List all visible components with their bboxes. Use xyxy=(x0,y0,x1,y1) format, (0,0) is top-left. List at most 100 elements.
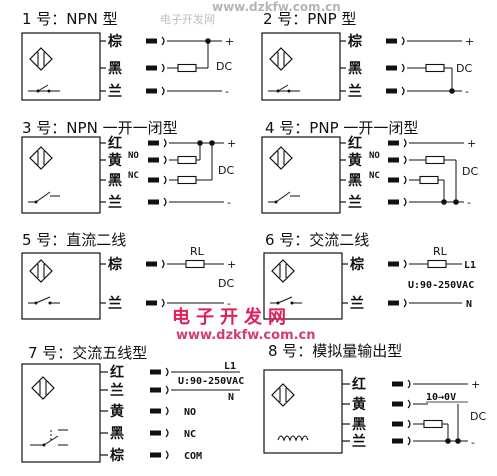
nc-label: NC xyxy=(184,429,196,440)
brand-url: www.dzkfw.com.cn xyxy=(176,328,316,343)
wire-label: 兰 xyxy=(350,295,364,312)
wire-label: 棕 xyxy=(109,447,124,464)
voltage-label: U:90-250VAC xyxy=(178,376,244,387)
dc-label: DC xyxy=(218,277,234,290)
minus-label: - xyxy=(225,85,229,98)
sensor-symbol-icon xyxy=(29,146,53,170)
range-label: 10→0V xyxy=(426,392,456,403)
dc-label: DC xyxy=(470,410,486,423)
wire-label: 黄 xyxy=(108,152,122,169)
minus-label: - xyxy=(227,196,231,209)
plus-label: + xyxy=(225,35,234,48)
wire-label: 棕 xyxy=(347,33,362,50)
sensor-symbol-icon xyxy=(29,47,53,71)
dc-label: DC xyxy=(218,164,234,177)
voltage-label: U:90-250VAC xyxy=(408,280,474,291)
wire-label: 兰 xyxy=(352,433,366,450)
sensor-symbol-icon xyxy=(269,146,293,170)
nc-label: NC xyxy=(128,171,139,181)
wire-label: 红 xyxy=(110,364,124,381)
no-label: NO xyxy=(184,407,196,418)
wire-label: 兰 xyxy=(348,83,362,100)
wire-label: 黑 xyxy=(348,173,362,189)
load-label: RL xyxy=(190,245,205,258)
wire-label: 黑 xyxy=(348,61,362,77)
wire-label: 黑 xyxy=(110,426,124,442)
watermark-brand: 电子开发网 xyxy=(160,12,215,26)
watermark-url: www.dzkfw.com.cn xyxy=(212,0,341,14)
diagram-4-pnp-no-nc: 4 号：PNP 一开一闭型 红 黄 黑 兰 NO NC + DC - xyxy=(261,119,478,214)
diagram-1-title: 1 号：NPN 型 xyxy=(22,10,118,28)
coil-icon xyxy=(277,435,309,442)
sensor-symbol-icon xyxy=(269,47,293,71)
sensor-body xyxy=(21,363,101,463)
brand-name: 电子开发网 xyxy=(172,306,292,328)
diagram-5-dc-two-wire: 5 号：直流二线 棕 兰 RL + DC - xyxy=(21,231,236,320)
diagram-2-pnp: 2 号：PNP 型 棕 黑 兰 + DC - xyxy=(261,10,474,101)
wire-label: 黄 xyxy=(348,152,362,169)
wire-label: 棕 xyxy=(349,256,364,273)
nc-label: NC xyxy=(369,171,380,181)
diagram-4-title: 4 号：PNP 一开一闭型 xyxy=(265,119,418,137)
diagram-7-title: 7 号：交流五线型 xyxy=(28,344,147,362)
wire-label: 兰 xyxy=(108,194,122,211)
l1-label: L1 xyxy=(464,260,476,271)
diagram-8-analog-output: 8 号：模拟量输出型 红 黄 黑 兰 10→0V + DC - xyxy=(263,342,486,454)
plus-label: + xyxy=(227,258,236,271)
sensor-body xyxy=(21,32,101,101)
diagram-5-title: 5 号：直流二线 xyxy=(22,231,126,249)
wire-label: 兰 xyxy=(108,295,122,312)
wire-label: 兰 xyxy=(110,382,124,399)
sensor-body xyxy=(261,136,341,214)
n-label: N xyxy=(228,392,234,403)
plus-label: + xyxy=(465,35,474,48)
n-label: N xyxy=(466,299,472,310)
diagram-1-npn: 1 号：NPN 型 棕 黑 兰 + DC - xyxy=(21,10,234,101)
wire-label: 棕 xyxy=(107,256,122,273)
diagram-2-title: 2 号：PNP 型 xyxy=(263,10,356,28)
no-label: NO xyxy=(128,151,139,161)
diagram-8-title: 8 号：模拟量输出型 xyxy=(268,342,402,360)
diagram-3-npn-no-nc: 3 号：NPN 一开一闭型 红 黄 黑 兰 NO NC + DC - xyxy=(21,119,236,214)
diagram-6-title: 6 号：交流二线 xyxy=(265,231,369,249)
no-label: NO xyxy=(369,151,380,161)
minus-label: - xyxy=(471,436,475,449)
sensor-body xyxy=(261,32,341,101)
minus-label: - xyxy=(465,85,469,98)
sensor-body xyxy=(263,252,343,320)
l1-label: L1 xyxy=(224,361,236,372)
sensor-body xyxy=(21,136,101,214)
sensor-body xyxy=(263,369,343,454)
sensor-symbol-icon xyxy=(31,376,55,400)
wire-label: 黑 xyxy=(352,417,366,433)
minus-label: - xyxy=(227,297,231,310)
plus-label: + xyxy=(471,378,480,391)
sensor-symbol-icon xyxy=(271,259,295,283)
wire-label: 红 xyxy=(108,135,122,152)
dc-label: DC xyxy=(462,165,478,178)
sensor-body xyxy=(21,252,101,320)
dc-label: DC xyxy=(216,60,232,73)
wire-label: 黑 xyxy=(108,173,122,189)
wire-label: 棕 xyxy=(107,33,122,50)
plus-label: + xyxy=(227,137,236,150)
wire-label: 兰 xyxy=(348,194,362,211)
com-label: COM xyxy=(184,451,202,462)
plus-label: + xyxy=(467,137,476,150)
diagram-7-ac-five-wire: 7 号：交流五线型 红 兰 黄 黑 棕 L1 U:90-250VAC N NO … xyxy=(21,344,244,464)
wire-label: 黄 xyxy=(110,403,124,420)
sensor-symbol-icon xyxy=(29,259,53,283)
wire-label: 兰 xyxy=(108,83,122,100)
diagram-3-title: 3 号：NPN 一开一闭型 xyxy=(22,119,178,137)
minus-label: - xyxy=(467,196,471,209)
load-label: RL xyxy=(433,245,448,258)
wire-label: 红 xyxy=(352,376,366,393)
wire-label: 红 xyxy=(348,135,362,152)
wire-label: 黄 xyxy=(352,396,366,413)
sensor-symbol-icon xyxy=(271,383,295,407)
wire-label: 黑 xyxy=(108,61,122,77)
diagram-6-ac-two-wire: 6 号：交流二线 棕 兰 RL L1 U:90-250VAC N xyxy=(263,231,476,320)
dc-label: DC xyxy=(456,62,472,75)
